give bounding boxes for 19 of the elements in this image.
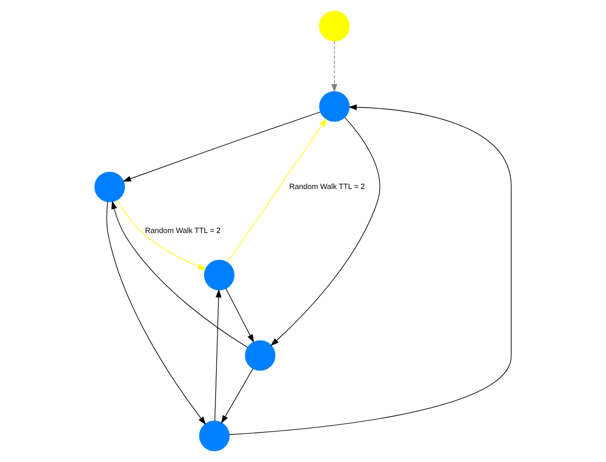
node-circle [319,10,350,42]
node-circle [94,172,125,202]
arrow [116,200,206,270]
edge-label: Random Walk TTL = 2 [145,226,221,235]
arrow [270,117,380,346]
node-circle [319,91,350,122]
node-circle [204,260,235,290]
arrow [228,104,512,435]
arrow [106,202,206,425]
edge-label: Random Walk TTL = 2 [289,182,365,191]
arrow [111,200,248,348]
arrow [214,289,222,422]
arrow [331,40,338,92]
node-circle [244,340,276,371]
arrow [227,118,327,263]
arrow [122,112,321,182]
arrow [225,288,254,343]
node-circle [199,420,230,452]
arrow [221,368,254,424]
